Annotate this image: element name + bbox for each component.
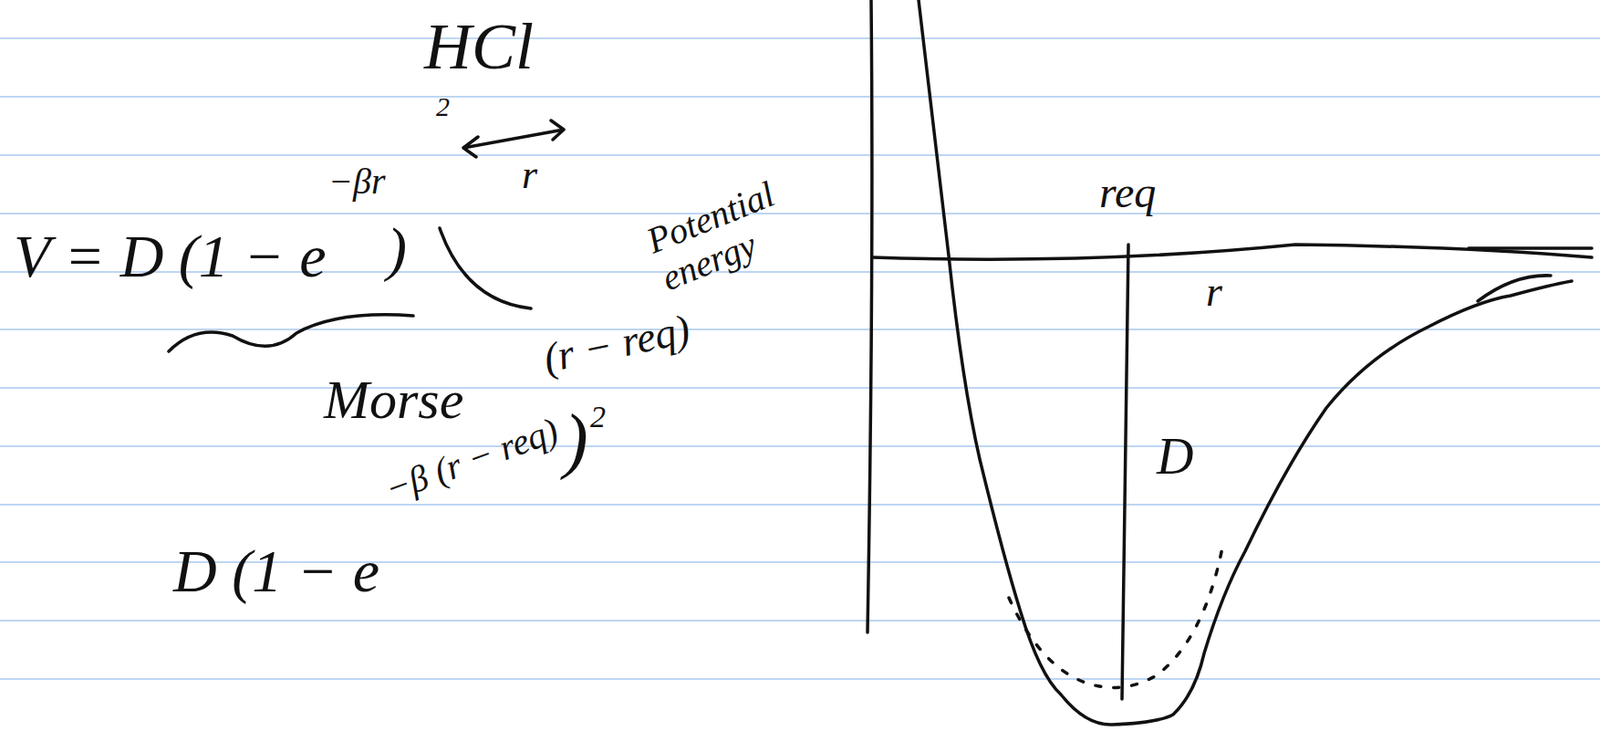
bracket: ) — [386, 216, 407, 283]
bond-arrow — [463, 120, 564, 157]
ruled-lines — [0, 38, 1600, 679]
axis-label: r — [1205, 269, 1223, 316]
potential-name: Morse — [323, 369, 464, 430]
exponent: −βr — [328, 161, 385, 202]
distance-symbol: r — [521, 153, 538, 198]
harmonic-dashes — [1008, 547, 1223, 687]
equilibrium-label: req — [1099, 168, 1156, 218]
wavy-underline — [168, 314, 414, 352]
exponent: 2 — [590, 399, 606, 434]
morse-curve — [918, 0, 1572, 725]
molecule-name: HCl — [424, 10, 534, 84]
tail-strokes — [1468, 248, 1592, 302]
pointer-curve — [439, 228, 531, 309]
axis-title: Potential energy — [641, 155, 841, 300]
depth-label: D — [1156, 428, 1194, 486]
ink-strokes — [168, 0, 1592, 725]
equation: V = D (1 − e — [13, 223, 327, 291]
equation: D (1 − e — [173, 538, 380, 605]
potential-axis — [867, 0, 873, 633]
expression: (r − req) — [540, 306, 695, 383]
bracket: ) — [563, 399, 589, 480]
exponent: 2 — [436, 91, 450, 122]
req-line — [1122, 244, 1129, 699]
